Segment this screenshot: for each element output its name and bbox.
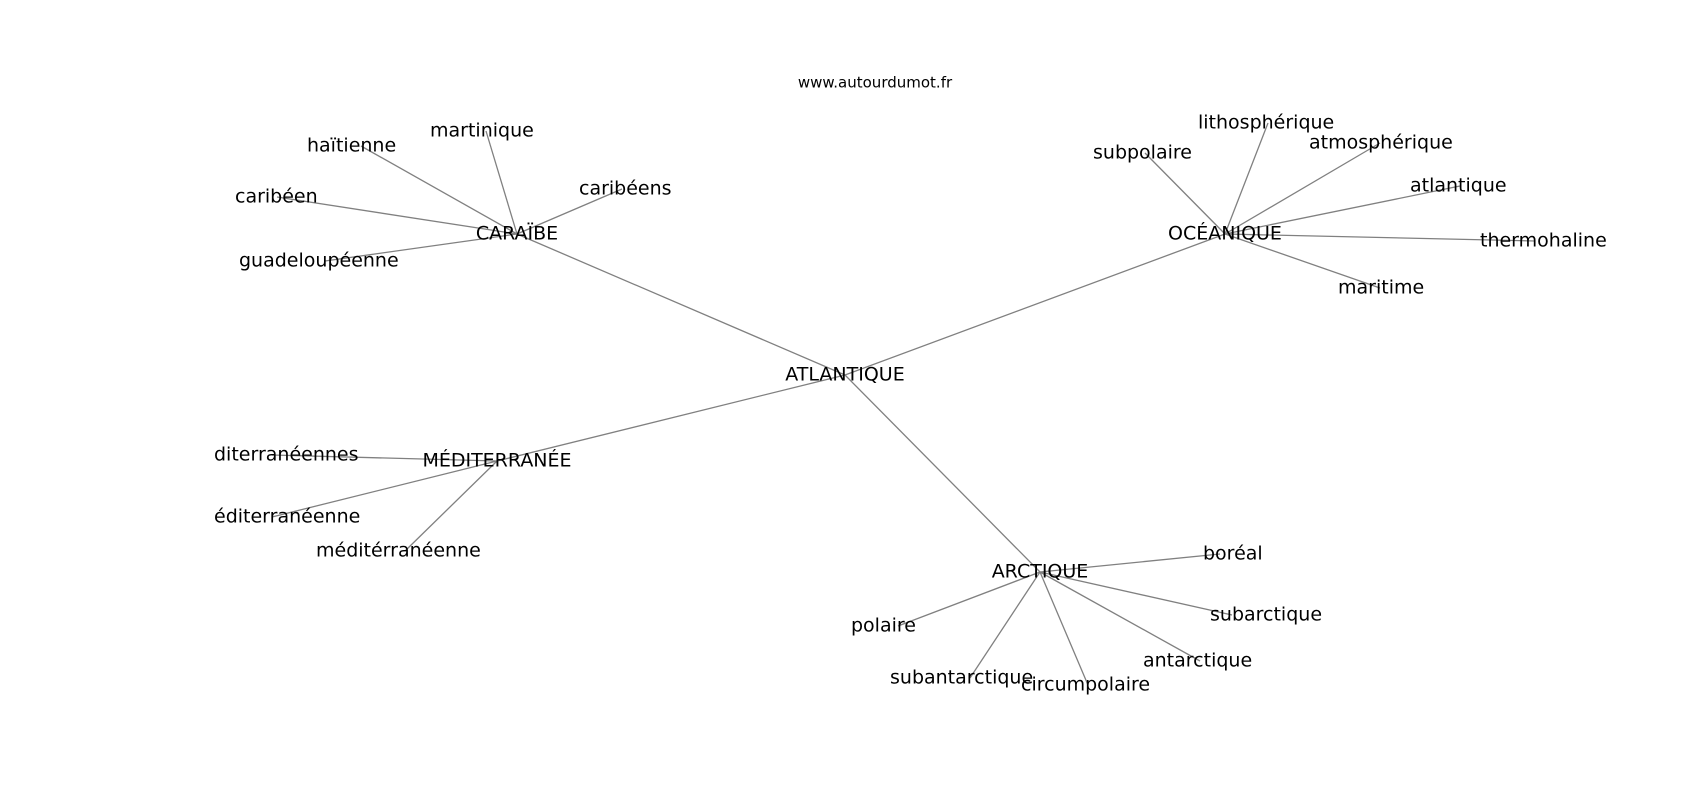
graph-labels: ATLANTIQUE CARAÏBE martinique haïtienne cari… <box>214 112 1607 696</box>
edge-oceanique-leaf-5 <box>1224 233 1381 289</box>
edge-caraibe-leaf-1 <box>360 145 518 235</box>
node-leaf-caraibe-1: haïtienne <box>307 135 396 157</box>
edge-mediterranee-leaf-0 <box>271 454 498 462</box>
node-leaf-mediterranee-1: éditerranéenne <box>214 506 360 528</box>
edge-caraibe-leaf-0 <box>485 130 518 235</box>
graph-edges <box>271 122 1536 686</box>
edge-caraibe-leaf-3 <box>324 233 518 262</box>
node-leaf-oceanique-0: subpolaire <box>1093 142 1192 164</box>
source-watermark: www.autourdumot.fr <box>798 74 953 92</box>
node-leaf-caraibe-4: caribéens <box>579 178 672 200</box>
node-leaf-oceanique-3: atlantique <box>1410 175 1507 197</box>
edge-atlantique-oceanique <box>844 233 1226 376</box>
edge-arctique-leaf-5 <box>897 571 1041 627</box>
node-hub-mediterranee: MÉDITERRANÉE <box>422 449 571 472</box>
node-leaf-arctique-0: boréal <box>1203 543 1263 565</box>
node-leaf-arctique-1: subarctique <box>1210 604 1322 626</box>
edge-oceanique-leaf-2 <box>1224 142 1381 235</box>
edge-arctique-leaf-1 <box>1039 571 1233 616</box>
node-leaf-caraibe-0: martinique <box>430 120 534 142</box>
edge-oceanique-leaf-1 <box>1224 122 1269 235</box>
edge-oceanique-leaf-3 <box>1224 185 1461 235</box>
node-leaf-arctique-4: subantarctique <box>890 667 1033 689</box>
node-leaf-arctique-5: polaire <box>851 615 916 637</box>
node-leaf-mediterranee-2: méditérranéenne <box>316 540 481 562</box>
node-leaf-arctique-3: circumpolaire <box>1021 674 1150 696</box>
edge-oceanique-leaf-0 <box>1144 152 1226 235</box>
node-leaf-oceanique-4: thermohaline <box>1480 230 1607 252</box>
edge-atlantique-mediterranee <box>496 374 846 462</box>
edge-oceanique-leaf-4 <box>1224 233 1536 242</box>
node-hub-caraibe: CARAÏBE <box>476 222 558 245</box>
edge-atlantique-arctique <box>844 374 1041 573</box>
node-leaf-oceanique-5: maritime <box>1338 277 1424 299</box>
node-leaf-arctique-2: antarctique <box>1143 650 1252 672</box>
node-leaf-caraibe-3: guadeloupéenne <box>239 250 399 272</box>
edge-mediterranee-leaf-2 <box>404 460 498 552</box>
node-leaf-mediterranee-0: diterranéennes <box>214 444 359 466</box>
node-leaf-oceanique-2: atmosphérique <box>1309 132 1453 154</box>
edge-arctique-leaf-3 <box>1039 571 1089 686</box>
node-center-label: ATLANTIQUE <box>785 364 904 386</box>
edge-arctique-leaf-4 <box>969 571 1041 679</box>
edge-caraibe-leaf-2 <box>276 196 518 235</box>
node-leaf-oceanique-1: lithosphérique <box>1198 112 1334 134</box>
edge-mediterranee-leaf-1 <box>271 460 498 518</box>
node-hub-oceanique: OCÉANIQUE <box>1168 222 1282 245</box>
node-leaf-caraibe-2: caribéen <box>235 186 318 208</box>
edge-arctique-leaf-0 <box>1039 553 1221 573</box>
edge-atlantique-caraibe <box>516 233 846 376</box>
edge-caraibe-leaf-4 <box>516 188 623 235</box>
node-hub-arctique: ARCTIQUE <box>992 561 1089 583</box>
edge-arctique-leaf-2 <box>1039 571 1201 662</box>
